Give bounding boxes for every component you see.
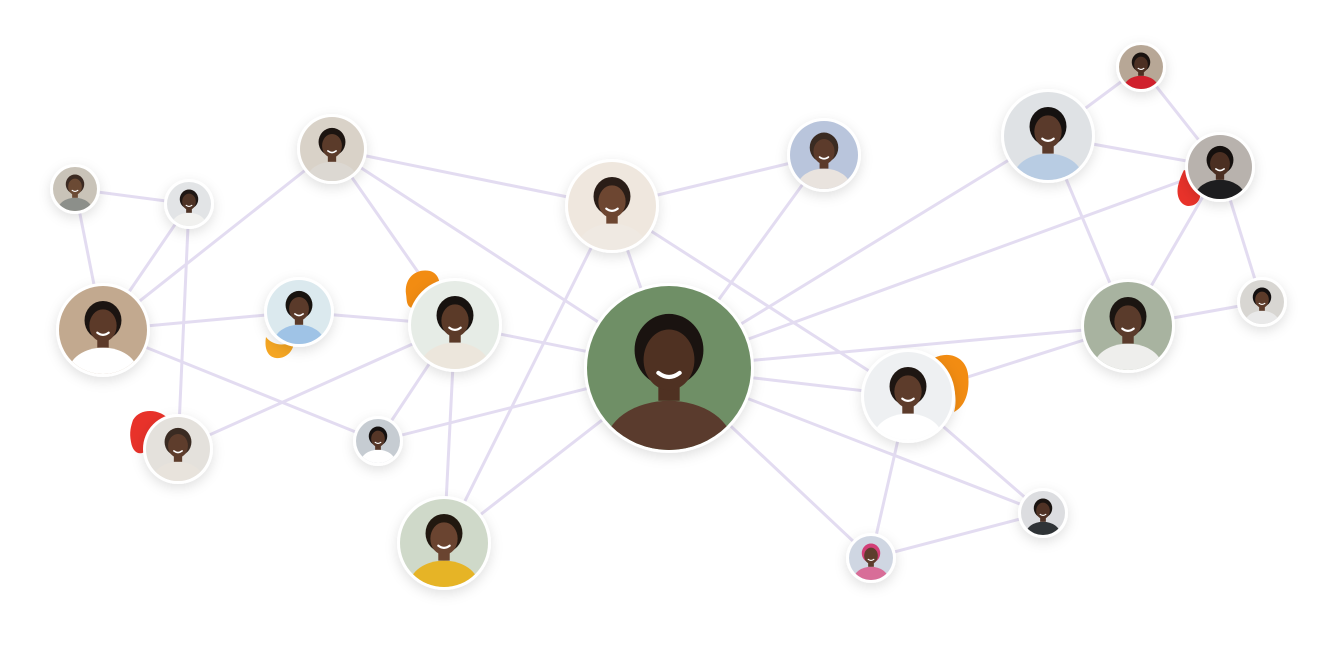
avatar-photo-icon <box>1021 491 1065 535</box>
avatar-photo-icon <box>356 419 400 463</box>
avatar-photo-icon <box>864 352 952 440</box>
connection-line <box>610 204 910 398</box>
accent-blobs <box>130 170 1201 454</box>
avatar-photo-icon <box>568 162 656 250</box>
avatar-photo-icon <box>53 167 97 211</box>
person-node[interactable] <box>1018 488 1068 546</box>
avatar-photo-icon <box>59 286 147 374</box>
person-nodes <box>50 42 1287 609</box>
person-node[interactable] <box>164 179 214 237</box>
person-node[interactable] <box>397 496 491 609</box>
avatar-photo-icon <box>1084 282 1172 370</box>
avatar-photo-icon <box>400 499 488 587</box>
avatar-photo-icon <box>1240 280 1284 324</box>
connection-line <box>101 328 380 443</box>
connection-line <box>176 202 191 451</box>
avatar-photo-icon <box>1004 92 1092 180</box>
avatar-photo-icon <box>300 117 364 181</box>
person-node[interactable] <box>861 349 955 462</box>
person-node[interactable] <box>1081 279 1175 392</box>
person-node[interactable] <box>408 278 502 391</box>
person-node[interactable] <box>264 277 334 360</box>
person-node[interactable] <box>143 414 213 497</box>
accent-blob-icon <box>934 354 969 412</box>
person-node[interactable] <box>565 159 659 272</box>
avatar-photo-icon <box>790 121 858 189</box>
avatar-photo-icon <box>411 281 499 369</box>
connection-line <box>869 511 1045 560</box>
accent-blob-icon <box>265 337 294 359</box>
person-node[interactable] <box>846 533 896 591</box>
person-node[interactable] <box>584 283 754 491</box>
avatar-photo-icon <box>146 417 210 481</box>
connection-line <box>101 147 334 332</box>
person-node[interactable] <box>1001 89 1095 202</box>
avatar-photo-icon <box>167 182 211 226</box>
avatar-photo-icon <box>267 280 331 344</box>
connection-line <box>176 323 457 451</box>
person-node[interactable] <box>1116 42 1166 100</box>
avatar-photo-icon <box>1119 45 1163 89</box>
connection-line <box>667 165 1222 370</box>
avatar-photo-icon <box>1188 135 1252 199</box>
connection-line <box>330 147 614 208</box>
person-node[interactable] <box>56 283 150 396</box>
person-node[interactable] <box>353 416 403 474</box>
person-node[interactable] <box>1237 277 1287 335</box>
person-node[interactable] <box>787 118 861 206</box>
connection-line <box>442 204 614 545</box>
person-node[interactable] <box>50 164 100 222</box>
person-node[interactable] <box>297 114 367 197</box>
avatar-photo-icon <box>849 536 893 580</box>
avatar-photo-icon <box>587 286 751 450</box>
person-node[interactable] <box>1185 132 1255 215</box>
